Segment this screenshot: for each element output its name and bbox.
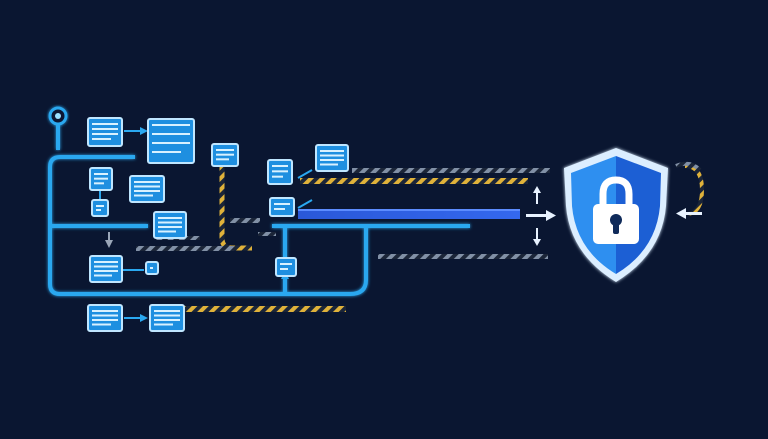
- node-pin-icon: [48, 106, 68, 126]
- pipe-network: [48, 124, 470, 296]
- document-icon: [147, 118, 195, 164]
- document-icon: [149, 304, 185, 332]
- arrow-icon: [526, 186, 556, 246]
- document-icon: [87, 117, 123, 147]
- document-icon: [89, 167, 113, 191]
- document-icon: [267, 159, 293, 185]
- document-icon: [129, 175, 165, 203]
- arrow-icon: [105, 232, 113, 248]
- document-icon: [87, 304, 123, 332]
- document-icon: [145, 261, 159, 275]
- arrow-icon: [676, 208, 702, 219]
- document-icon: [315, 144, 349, 172]
- document-icon: [211, 143, 239, 167]
- document-icon: [91, 199, 109, 217]
- document-icon: [89, 255, 123, 283]
- document-nodes: [87, 117, 349, 332]
- padlock-icon: [593, 176, 639, 244]
- document-icon: [153, 211, 187, 239]
- blue-data-bar: [298, 209, 520, 219]
- document-icon: [275, 257, 297, 277]
- document-icon: [269, 197, 295, 217]
